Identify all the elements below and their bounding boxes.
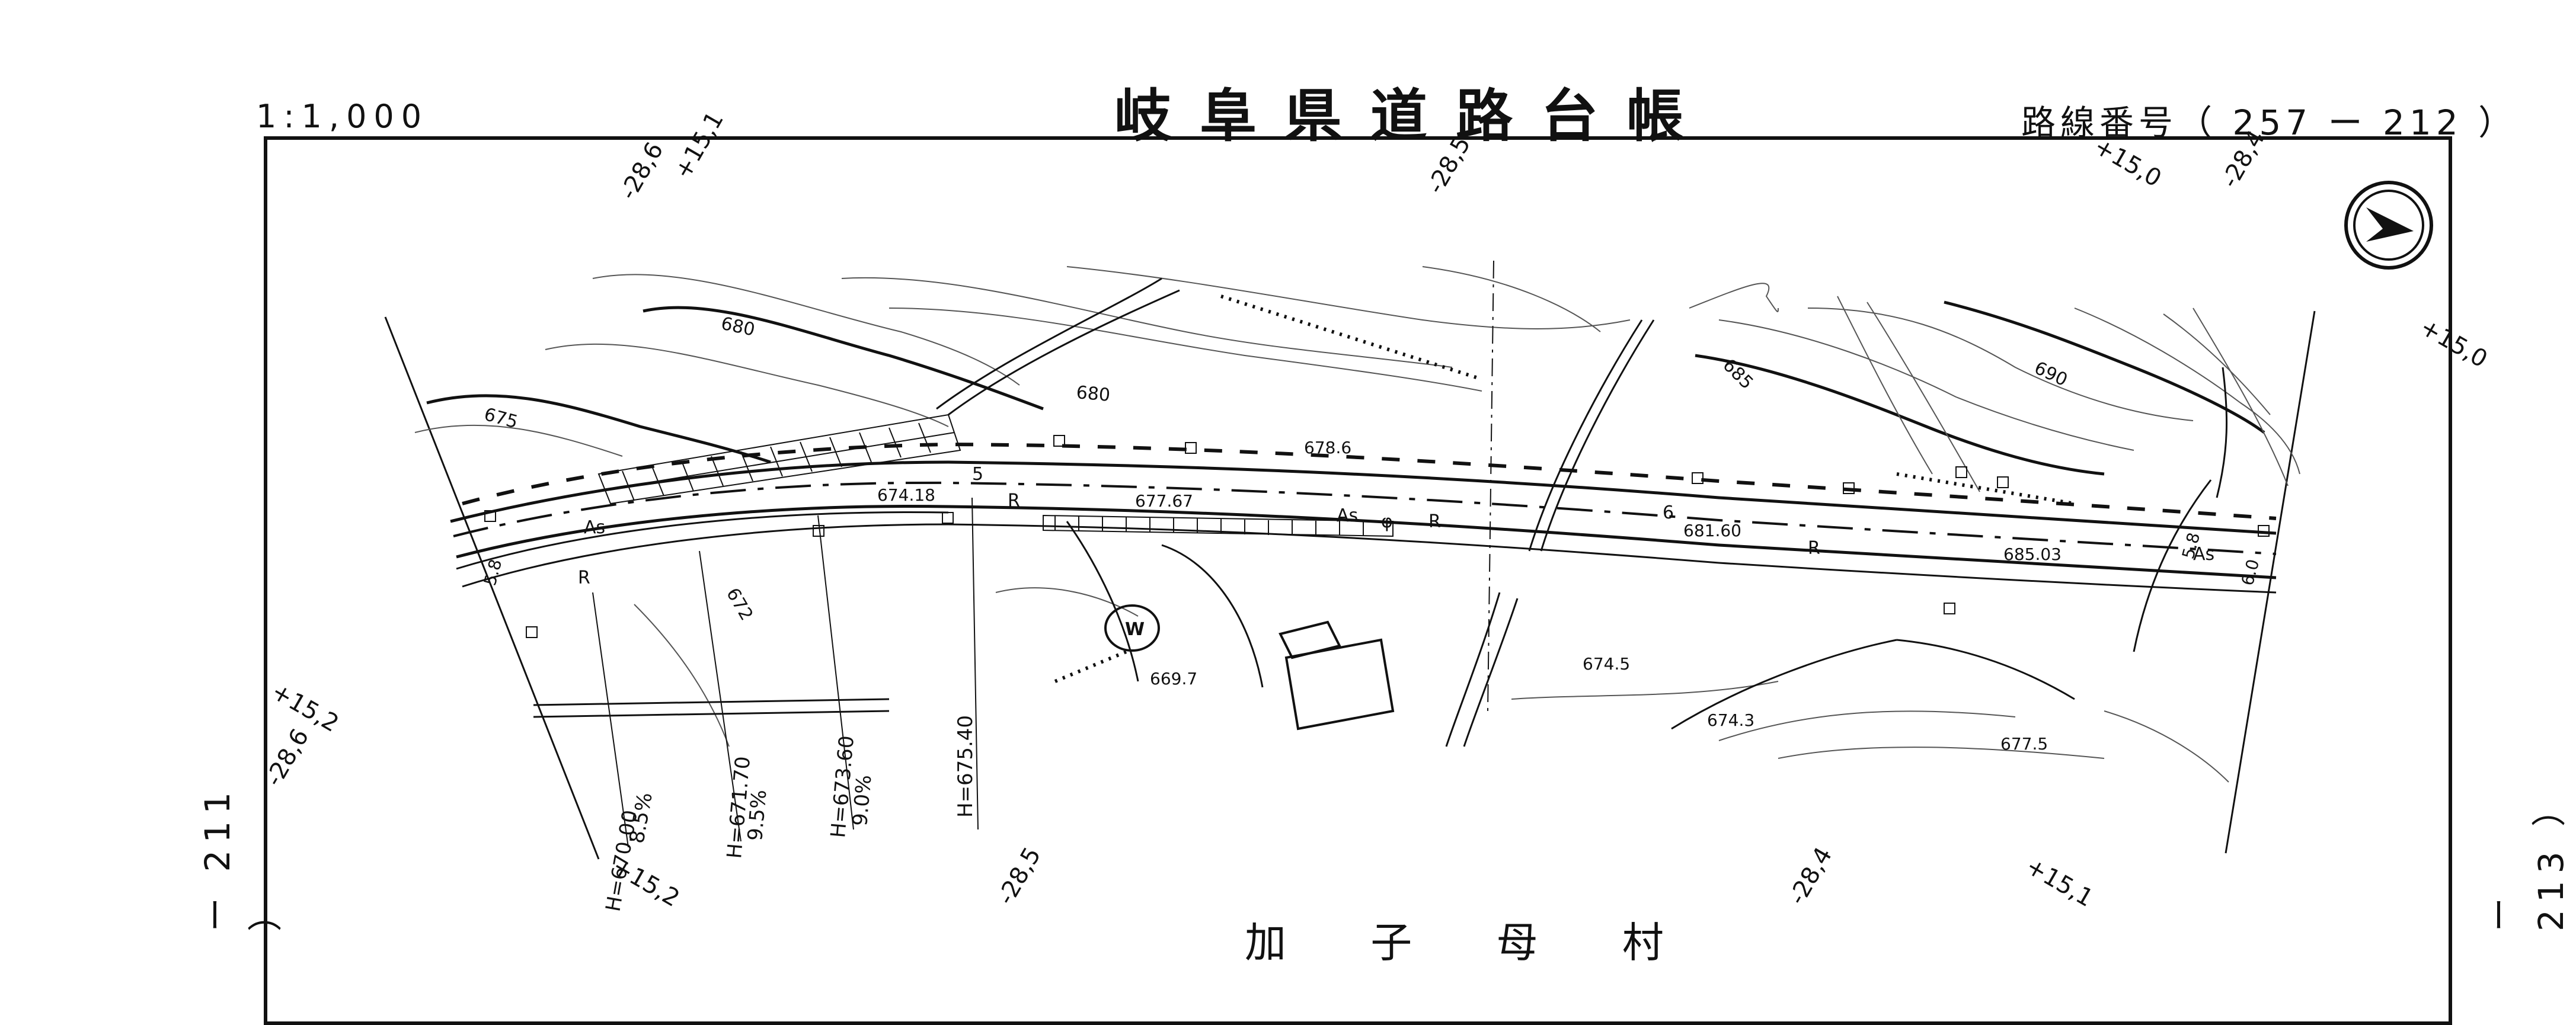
grade-percent: 9.0% <box>848 774 876 827</box>
spot-height: 677.5 <box>2000 734 2048 754</box>
prefectural-road <box>450 442 2277 594</box>
coord-right-1: +15,0 <box>2415 313 2492 373</box>
grade-height: H=675.40 <box>954 715 977 818</box>
marker-icon <box>1053 435 1065 447</box>
side-roads <box>533 277 2228 747</box>
pavement-label: As <box>2193 544 2214 565</box>
route-number: 路線番号（ 257 ー 212 ） <box>2021 102 2518 143</box>
spot-height: 674.3 <box>1707 710 1754 730</box>
coord-top-2: +15,1 <box>669 107 729 184</box>
pavement-label: As <box>584 517 605 538</box>
map-scale: 1:1,000 <box>256 98 429 135</box>
spot-height: 677.67 <box>1135 491 1193 511</box>
coord-top-4: +15,0 <box>2089 133 2166 193</box>
contour-label: 675 <box>482 404 520 433</box>
coord-bottom-2: -28,5 <box>992 843 1047 909</box>
spot-heights: 674.18 677.67 678.6 681.60 685.03 669.7 … <box>877 438 2062 754</box>
marker-icon <box>484 510 496 522</box>
survey-markers <box>484 435 2270 638</box>
coord-bottom-4: +15,1 <box>2021 853 2098 912</box>
width-label: 6.0 <box>2238 557 2263 588</box>
marker-icon <box>1185 442 1197 454</box>
marker-icon <box>1843 482 1855 494</box>
station-label: 5 <box>972 464 983 485</box>
coord-left-2: -28,6 <box>260 724 315 791</box>
grade-lines <box>592 497 979 848</box>
water-tank-label: W <box>1125 619 1145 640</box>
coord-top-1: -28,6 <box>615 137 669 204</box>
contour-lines <box>414 266 2300 783</box>
marker-icon <box>1955 466 1967 478</box>
contour-label: 690 <box>2031 358 2071 391</box>
contour-label: 672 <box>722 585 757 624</box>
spot-height: 685.03 <box>2003 544 2062 564</box>
pavement-label: As <box>1337 505 1358 526</box>
north-arrow-icon <box>2344 181 2433 270</box>
village-name: 加 子 母 村 <box>1245 918 1699 967</box>
spot-height: 669.7 <box>1150 669 1197 688</box>
coord-bottom-3: -28,4 <box>1784 843 1838 909</box>
spot-height: 674.5 <box>1583 654 1630 674</box>
marker-icon <box>1692 472 1704 484</box>
marker-icon <box>813 525 824 537</box>
spot-height: 674.18 <box>877 485 935 505</box>
marker-icon <box>526 626 538 638</box>
spot-height: 681.60 <box>1683 521 1741 540</box>
section-line <box>1487 260 1494 712</box>
grade-percent: 8.5% <box>625 791 657 845</box>
road-r-label: R <box>1808 538 1820 559</box>
retaining-walls <box>597 294 2075 683</box>
coord-top-3: -28,5 <box>1422 132 1476 198</box>
road-phi-label: φ <box>1381 511 1393 532</box>
marker-icon <box>1944 603 1955 614</box>
buildings <box>1104 604 1395 731</box>
marker-icon <box>2258 525 2270 537</box>
road-labels: As As As R R R R φ 5 6 W <box>578 464 2214 640</box>
contour-label: 680 <box>1075 382 1111 406</box>
map-frame <box>264 136 2452 1025</box>
coord-left-1: +15,2 <box>267 678 343 738</box>
road-r-label: R <box>1008 491 1020 511</box>
marker-icon <box>1997 476 2009 488</box>
road-r-label: R <box>1428 511 1441 532</box>
coord-top-5: -28,4 <box>2216 126 2271 193</box>
water-tank-outline <box>1104 604 1160 652</box>
spot-height: 678.6 <box>1304 438 1351 457</box>
marker-icon <box>942 512 954 524</box>
station-label: 6 <box>1663 502 1674 523</box>
survey-area-boundary <box>384 310 2316 860</box>
grade-percent: 9.5% <box>743 789 771 842</box>
coordinate-labels: -28,6 +15,1 -28,5 +15,0 -28,4 +15,0 +15,… <box>260 107 2492 912</box>
road-map-drawing: -28,6 +15,1 -28,5 +15,0 -28,4 +15,0 +15,… <box>260 107 2492 914</box>
road-r-label: R <box>578 568 590 588</box>
